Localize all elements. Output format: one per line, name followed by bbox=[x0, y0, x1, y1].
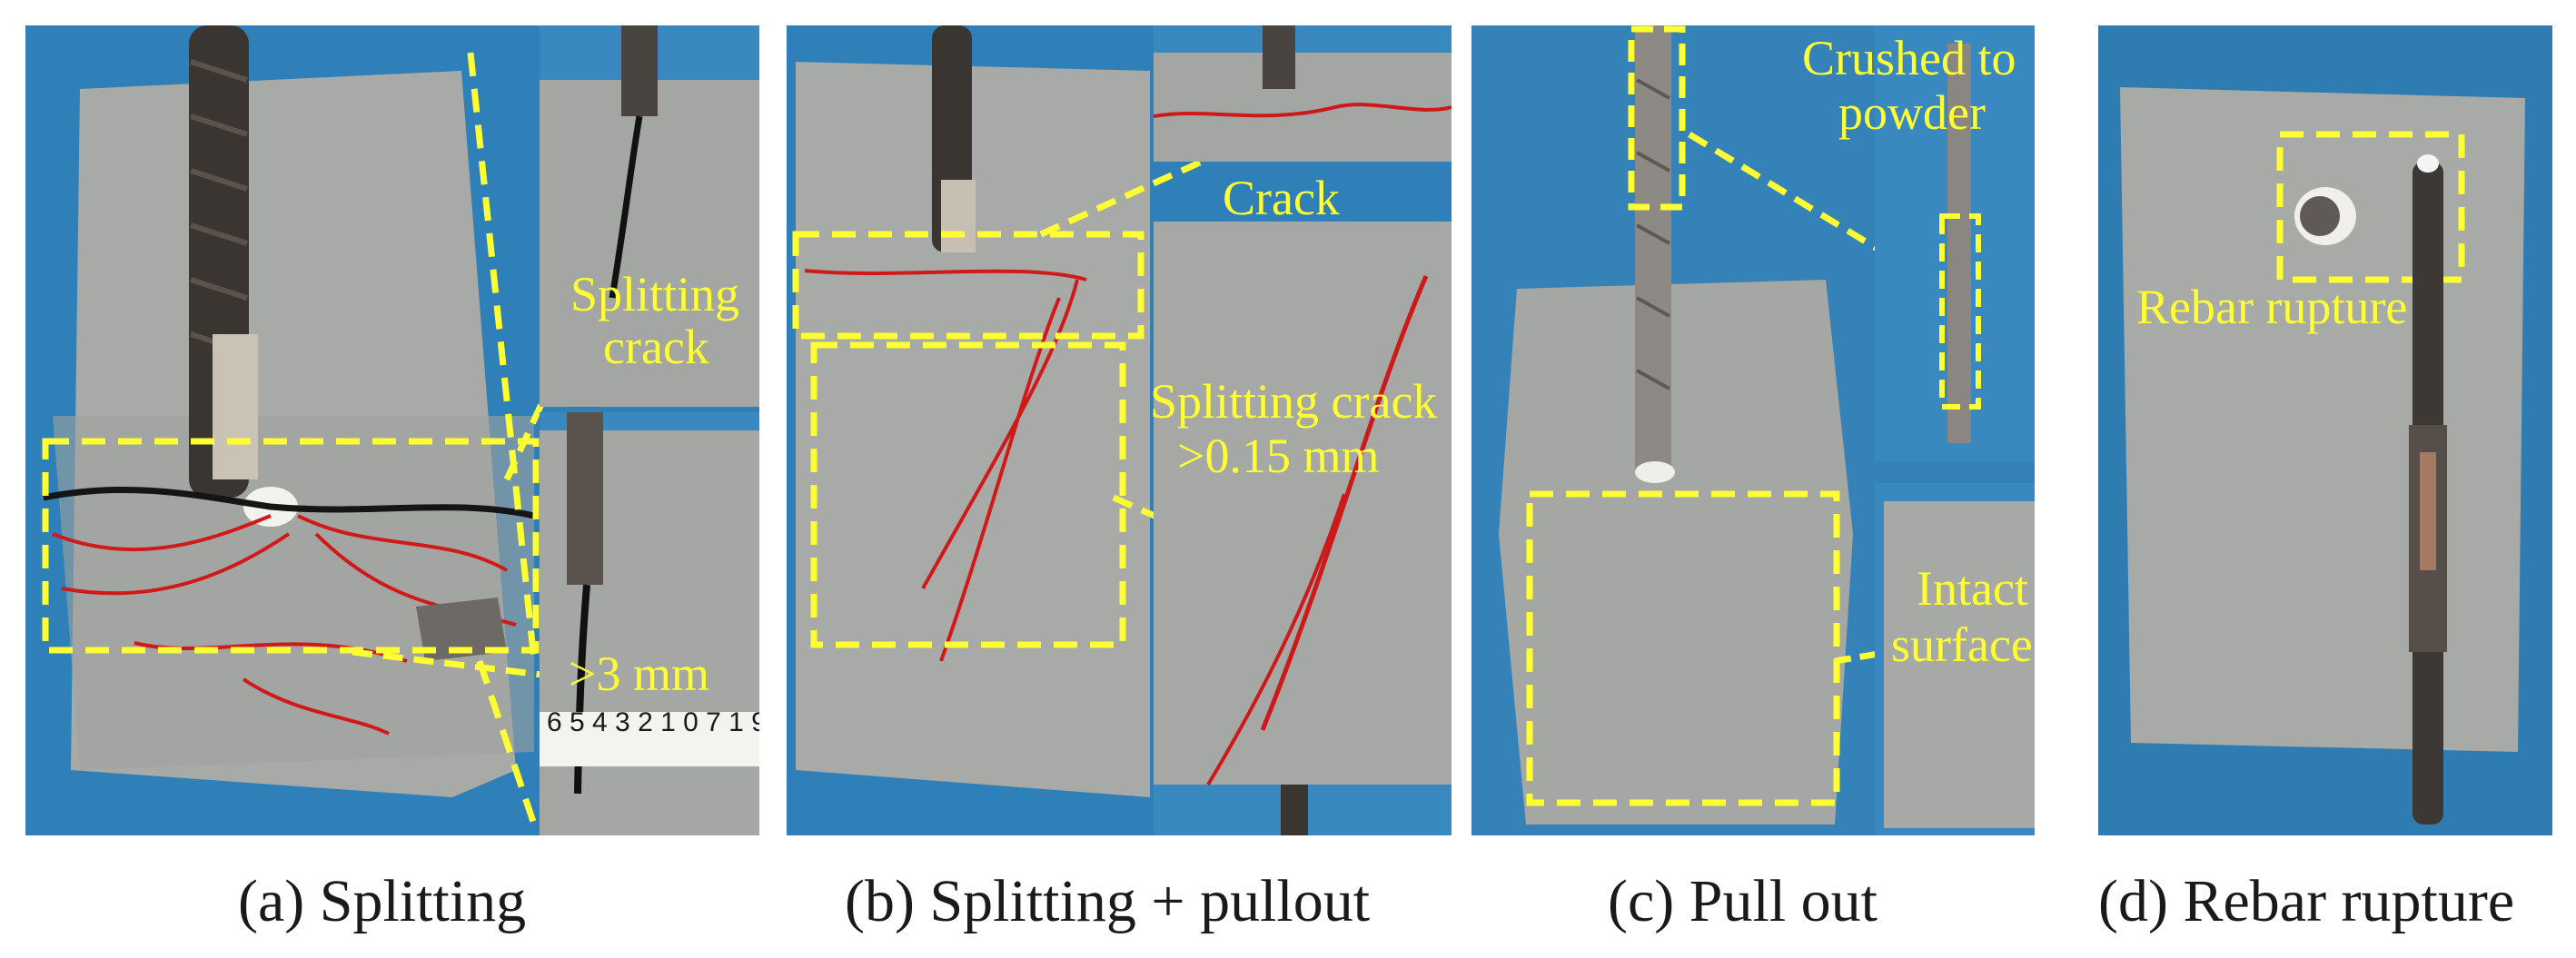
annot-crushed-to: Crushed to bbox=[1802, 31, 2016, 85]
annot-surface: surface bbox=[1891, 617, 2033, 672]
panel-c-inset-bottom bbox=[1875, 483, 2035, 835]
panel-a-scene bbox=[42, 25, 621, 826]
photo-panel-a: Splitting crack >3 mm 6 5 4 3 2 1 0 7 1 … bbox=[25, 25, 759, 835]
annot-015mm: >0.15 mm bbox=[1177, 429, 1380, 483]
annot-crack: crack bbox=[603, 320, 709, 374]
panel-d-scene bbox=[2098, 25, 2552, 835]
panel-b-scene bbox=[792, 25, 1332, 797]
caption-b: (b) Splitting + pullout bbox=[845, 867, 1370, 936]
caption-d-text: Rebar rupture bbox=[2183, 868, 2515, 934]
photo-panel-d: Rebar rupture bbox=[2098, 25, 2552, 835]
caption-b-text: Splitting + pullout bbox=[929, 868, 1371, 934]
caption-d: (d) Rebar rupture bbox=[2098, 867, 2514, 936]
caption-c: (c) Pull out bbox=[1608, 867, 1878, 936]
panel-c-inset-bottom-scene bbox=[1875, 483, 2035, 835]
caption-a: (a) Splitting bbox=[238, 867, 526, 936]
panel-b-inset-top-scene bbox=[1154, 25, 1451, 162]
panel-c-inset-top-scene bbox=[1875, 25, 2035, 461]
annot-intact: Intact bbox=[1917, 561, 2028, 616]
annot-splitting: Splitting bbox=[570, 267, 740, 321]
panel-b-inset-bottom-scene bbox=[1154, 222, 1451, 835]
caption-c-text: Pull out bbox=[1689, 868, 1878, 934]
panel-a-inset-bottom bbox=[540, 412, 759, 835]
panel-c-inset-top bbox=[1875, 25, 2035, 461]
panel-b-inset-bottom bbox=[1154, 222, 1451, 835]
panel-b-inset-top bbox=[1154, 25, 1451, 162]
panel-a-inset-top-scene bbox=[540, 25, 759, 407]
panel-a-inset-top bbox=[540, 25, 759, 407]
caption-a-letter: (a) bbox=[238, 868, 305, 934]
panel-a-inset-bottom-scene bbox=[540, 412, 759, 835]
caption-a-text: Splitting bbox=[319, 868, 527, 934]
annot-splitting-crack-b: Splitting crack bbox=[1150, 374, 1438, 429]
photo-panel-c: Crushed to powder Intact surface bbox=[1471, 25, 2035, 835]
ruler-digits: 6 5 4 3 2 1 0 7 1 9 bbox=[547, 707, 759, 737]
caption-c-letter: (c) bbox=[1608, 868, 1675, 934]
photo-panel-b: Crack Splitting crack >0.15 mm bbox=[787, 25, 1451, 835]
annot-rebar-rupture: Rebar rupture bbox=[2136, 280, 2408, 334]
annot-powder: powder bbox=[1838, 85, 1986, 140]
caption-b-letter: (b) bbox=[845, 868, 915, 934]
annot-3mm: >3 mm bbox=[569, 647, 709, 701]
caption-d-letter: (d) bbox=[2098, 868, 2168, 934]
annot-crack-b: Crack bbox=[1223, 171, 1340, 225]
